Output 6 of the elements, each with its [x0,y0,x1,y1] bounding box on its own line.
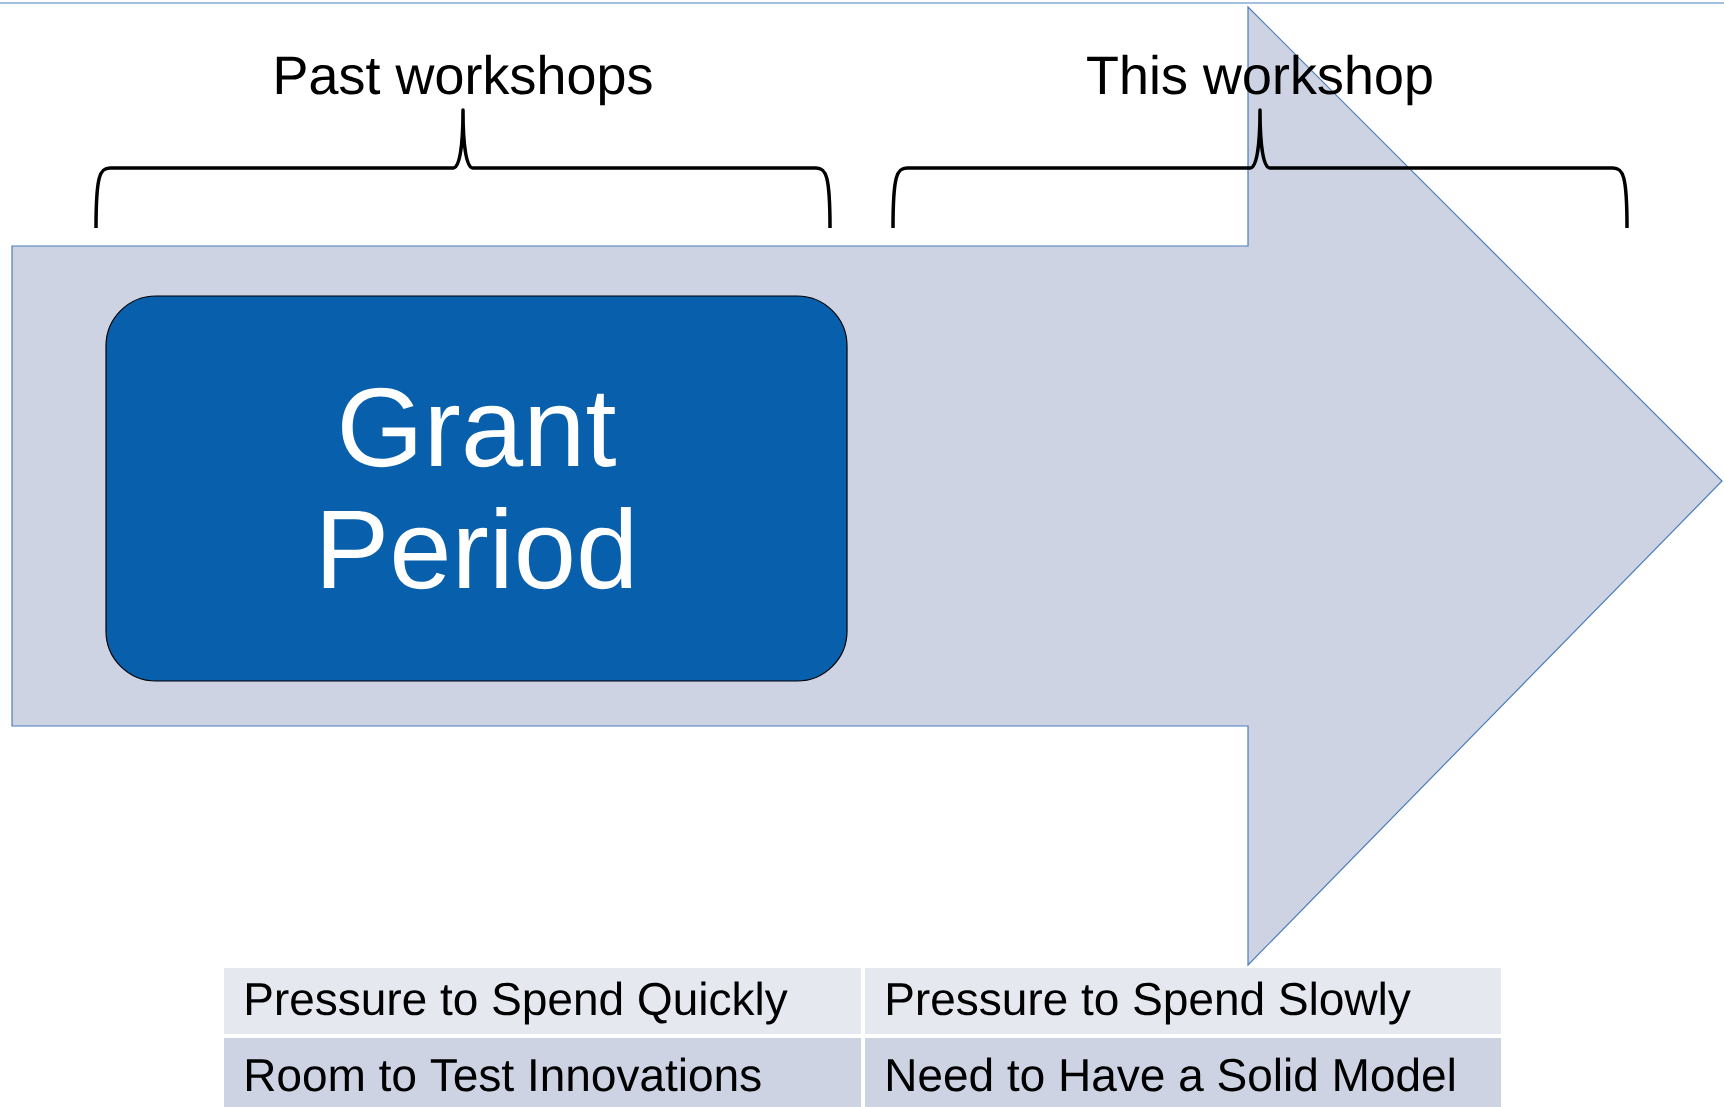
table-cell: Need to Have a Solid Model [865,1038,1501,1107]
bracket-label: Past workshops [276,54,652,106]
table-cell: Room to Test Innovations [224,1038,861,1107]
rounded-box: Grant Period [105,295,848,682]
table-cell: Pressure to Spend Slowly [865,968,1501,1034]
table-cell: Pressure to Spend Quickly [224,968,861,1034]
